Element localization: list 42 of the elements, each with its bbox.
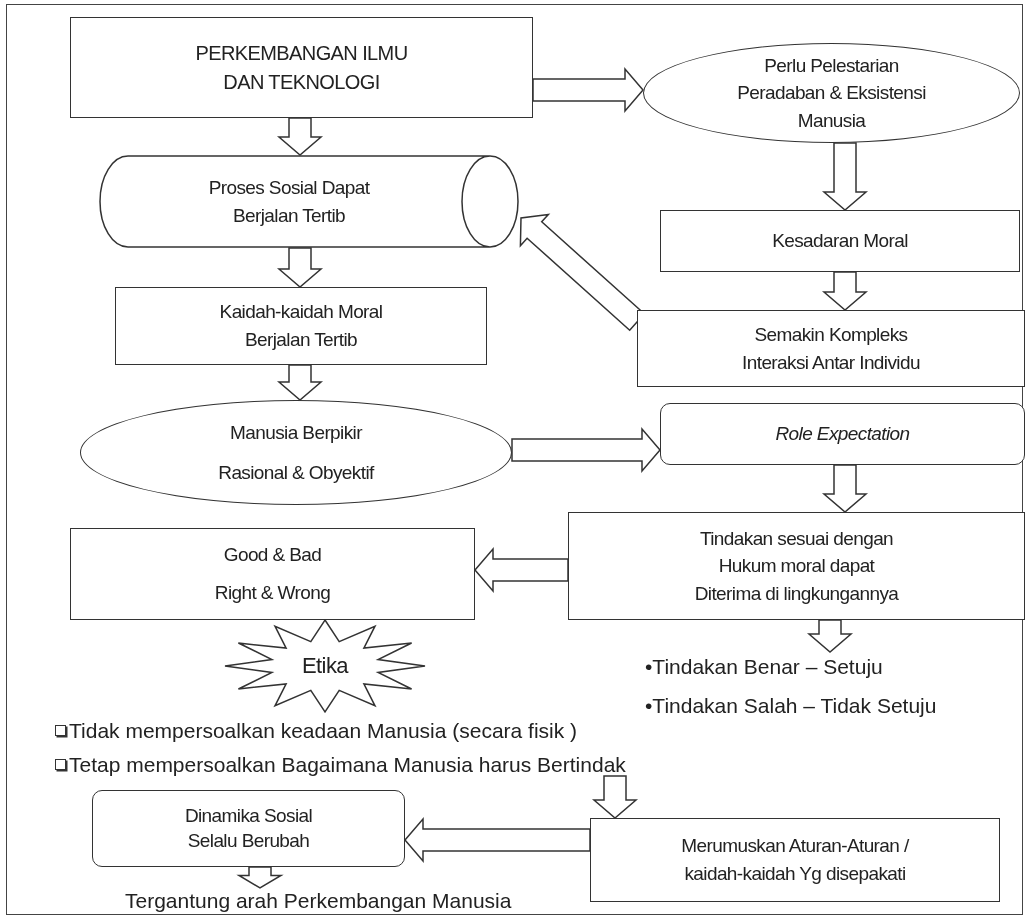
block-arrow (591, 775, 639, 819)
block-arrow (821, 464, 869, 513)
block-arrow (806, 619, 854, 653)
rounded-box (92, 790, 405, 867)
node-text: Dinamika Sosial Selalu Berubah (183, 803, 314, 853)
node-text: Kaidah-kaidah Moral Berjalan Tertib (218, 300, 384, 352)
note-text: Tergantung arah Perkembangan Manusia (125, 888, 512, 914)
block-arrow (276, 117, 324, 156)
node-text: Etika (302, 652, 348, 681)
node-text: Merumuskan Aturan-Aturan / kaidah-kaidah Yg disepakati (680, 834, 911, 886)
node-text: Manusia Berpikir Rasional & Obyektif (217, 420, 376, 485)
block-arrow (276, 364, 324, 401)
note-text: Tetap mempersoalkan Bagaimana Manusia harus Bertindak (69, 752, 626, 778)
process-box (70, 528, 475, 620)
block-arrow (276, 247, 324, 288)
node-text: Perlu Pelestarian Peradaban & Eksistensi Manusia (736, 53, 927, 133)
process-box (590, 818, 1000, 902)
block-arrow (236, 866, 284, 889)
block-arrow (821, 271, 869, 311)
block-arrow (511, 426, 661, 474)
bullet-text: •Tindakan Benar – Setuju (645, 654, 884, 680)
node-text: Tindakan sesuai dengan Hukum moral dapat Diterima di lingkungannya (693, 526, 900, 606)
process-box (637, 310, 1025, 387)
node-text: Semakin Kompleks Interaksi Antar Individu (741, 322, 921, 375)
block-arrow (474, 546, 569, 594)
process-box (70, 17, 533, 118)
starburst-shape (225, 620, 425, 712)
process-box (660, 210, 1020, 272)
node-text: Kesadaran Moral (772, 229, 908, 254)
node-text: Good & Bad Right & Wrong (213, 543, 332, 605)
rounded-box (660, 403, 1025, 465)
node-text: PERKEMBANGAN ILMU DAN TEKNOLOGI (194, 40, 409, 95)
cylinder-node (100, 155, 518, 248)
node-text: Proses Sosial Dapat Berjalan Tertib (207, 175, 371, 228)
node-text: Role Expectation (775, 422, 910, 447)
bullet-text: •Tindakan Salah – Tidak Setuju (645, 693, 937, 720)
block-arrow (532, 66, 644, 114)
block-arrow (821, 142, 869, 211)
block-arrow (404, 816, 591, 864)
note-text: Tidak mempersoalkan keadaan Manusia (secara fisik ) (69, 718, 578, 744)
process-box (115, 287, 487, 365)
process-box (568, 512, 1025, 620)
